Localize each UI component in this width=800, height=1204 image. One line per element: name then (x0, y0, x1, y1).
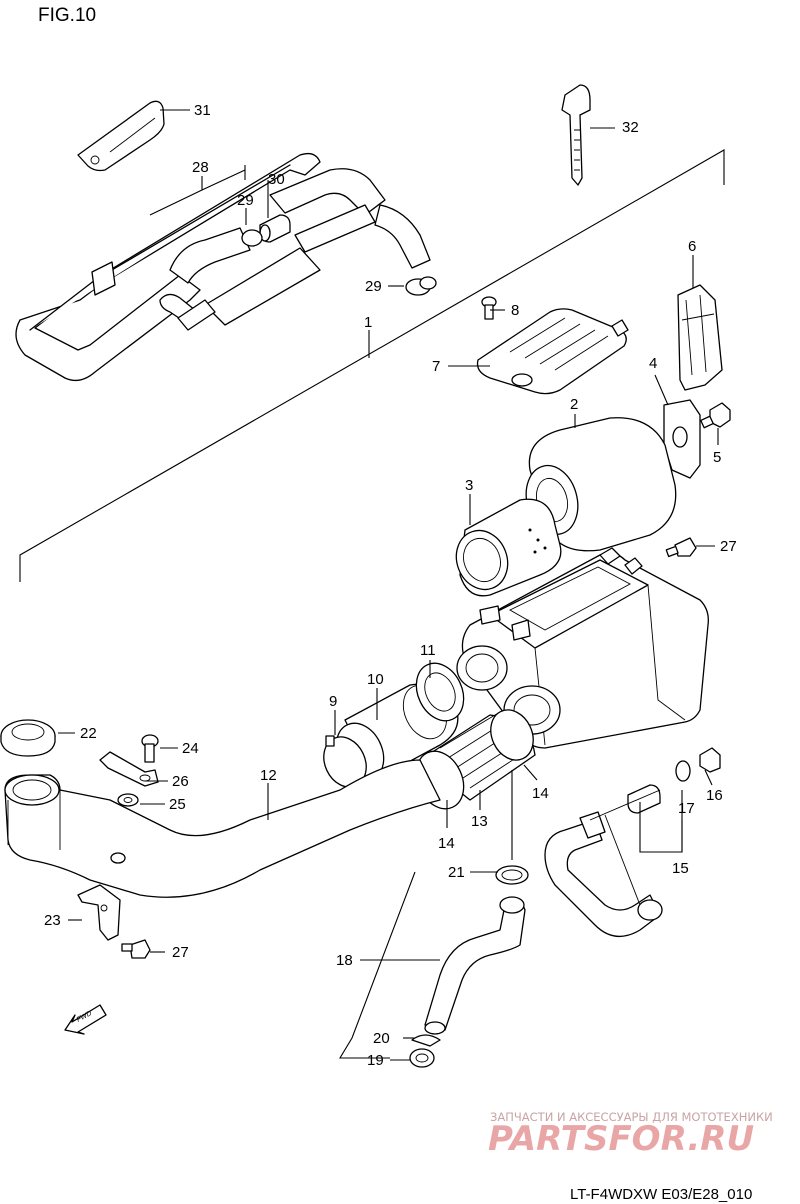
leader-15-case (589, 789, 661, 821)
bolt-24 (141, 734, 159, 763)
bracket-31 (77, 100, 165, 172)
fwd-arrow-icon: FWD (64, 1004, 107, 1035)
watermark: ЗАПЧАСТИ И АКСЕССУАРЫ ДЛЯ МОТОТЕХНИКИ PA… (488, 1110, 773, 1159)
tie-32 (561, 84, 591, 186)
callout-14-left: 14 (438, 835, 455, 852)
callout-24: 24 (182, 740, 199, 757)
callout-26: 26 (172, 773, 189, 790)
bolt-27-upper (665, 537, 697, 558)
callout-29-upper: 29 (237, 192, 254, 209)
callout-16: 16 (706, 787, 723, 804)
callout-25: 25 (169, 796, 186, 813)
intake-tube-12 (4, 759, 441, 898)
drain-hose-18 (424, 896, 526, 1035)
figure-title: FIG.10 (38, 5, 96, 26)
clip-20 (411, 1034, 441, 1047)
fitting-30 (259, 214, 291, 243)
leader-lines (58, 109, 719, 1061)
callout-27-upper: 27 (720, 538, 737, 555)
callout-28: 28 (192, 159, 209, 176)
cap-16 (699, 747, 721, 773)
watermark-tagline: ЗАПЧАСТИ И АКСЕССУАРЫ ДЛЯ МОТОТЕХНИКИ (490, 1110, 773, 1124)
callout-7: 7 (432, 358, 440, 375)
callout-4: 4 (649, 355, 657, 372)
clip-29-upper (241, 229, 263, 247)
group-bracket (19, 149, 725, 582)
callout-17: 17 (678, 800, 695, 817)
breather-hose-15 (544, 811, 663, 937)
bracket-6 (677, 284, 723, 391)
callout-15: 15 (672, 860, 689, 877)
air-cleaner-case (456, 547, 709, 749)
grommet-25 (117, 793, 139, 807)
callout-3: 3 (465, 477, 473, 494)
cover-7 (476, 308, 629, 395)
callout-6: 6 (688, 238, 696, 255)
screw-8 (481, 296, 497, 320)
bracket-23 (77, 884, 121, 941)
clamp-19 (409, 1048, 435, 1068)
callout-32: 32 (622, 119, 639, 136)
filter-cage-3 (455, 498, 562, 597)
callout-21: 21 (448, 864, 465, 881)
callout-19: 19 (367, 1052, 384, 1069)
callout-5: 5 (713, 449, 721, 466)
callout-10: 10 (367, 671, 384, 688)
bolt-5 (700, 402, 731, 429)
callout-12: 12 (260, 767, 277, 784)
callout-22: 22 (80, 725, 97, 742)
callout-2: 2 (570, 396, 578, 413)
connector-17 (627, 784, 661, 814)
leader-15-hose (604, 814, 641, 906)
callout-13: 13 (471, 813, 488, 830)
callout-29-lower: 29 (365, 278, 382, 295)
callout-27-lower: 27 (172, 944, 189, 961)
callout-31: 31 (194, 102, 211, 119)
callout-9: 9 (329, 693, 337, 710)
callout-11: 11 (420, 642, 436, 659)
bolt-27-lower (121, 939, 151, 959)
clamp-21 (495, 865, 529, 885)
callout-labels: 31 28 30 29 29 32 1 8 6 7 4 2 5 3 27 11 … (44, 102, 737, 1069)
diagram-code: LT-F4WDXW E03/E28_010 (570, 1186, 752, 1203)
callout-8: 8 (511, 302, 519, 319)
boot-11 (415, 662, 465, 722)
callout-20: 20 (373, 1030, 390, 1047)
callout-1: 1 (364, 314, 372, 331)
watermark-logo: PARTSFOR.RU (488, 1119, 754, 1159)
breather-hose-28 (15, 152, 431, 382)
clip-29-lower (405, 276, 437, 296)
callout-18: 18 (336, 952, 353, 969)
callout-30: 30 (268, 171, 285, 188)
callout-14-right: 14 (532, 785, 549, 802)
ring-17 (675, 760, 691, 782)
seal-22 (0, 719, 56, 757)
callout-23: 23 (44, 912, 61, 929)
